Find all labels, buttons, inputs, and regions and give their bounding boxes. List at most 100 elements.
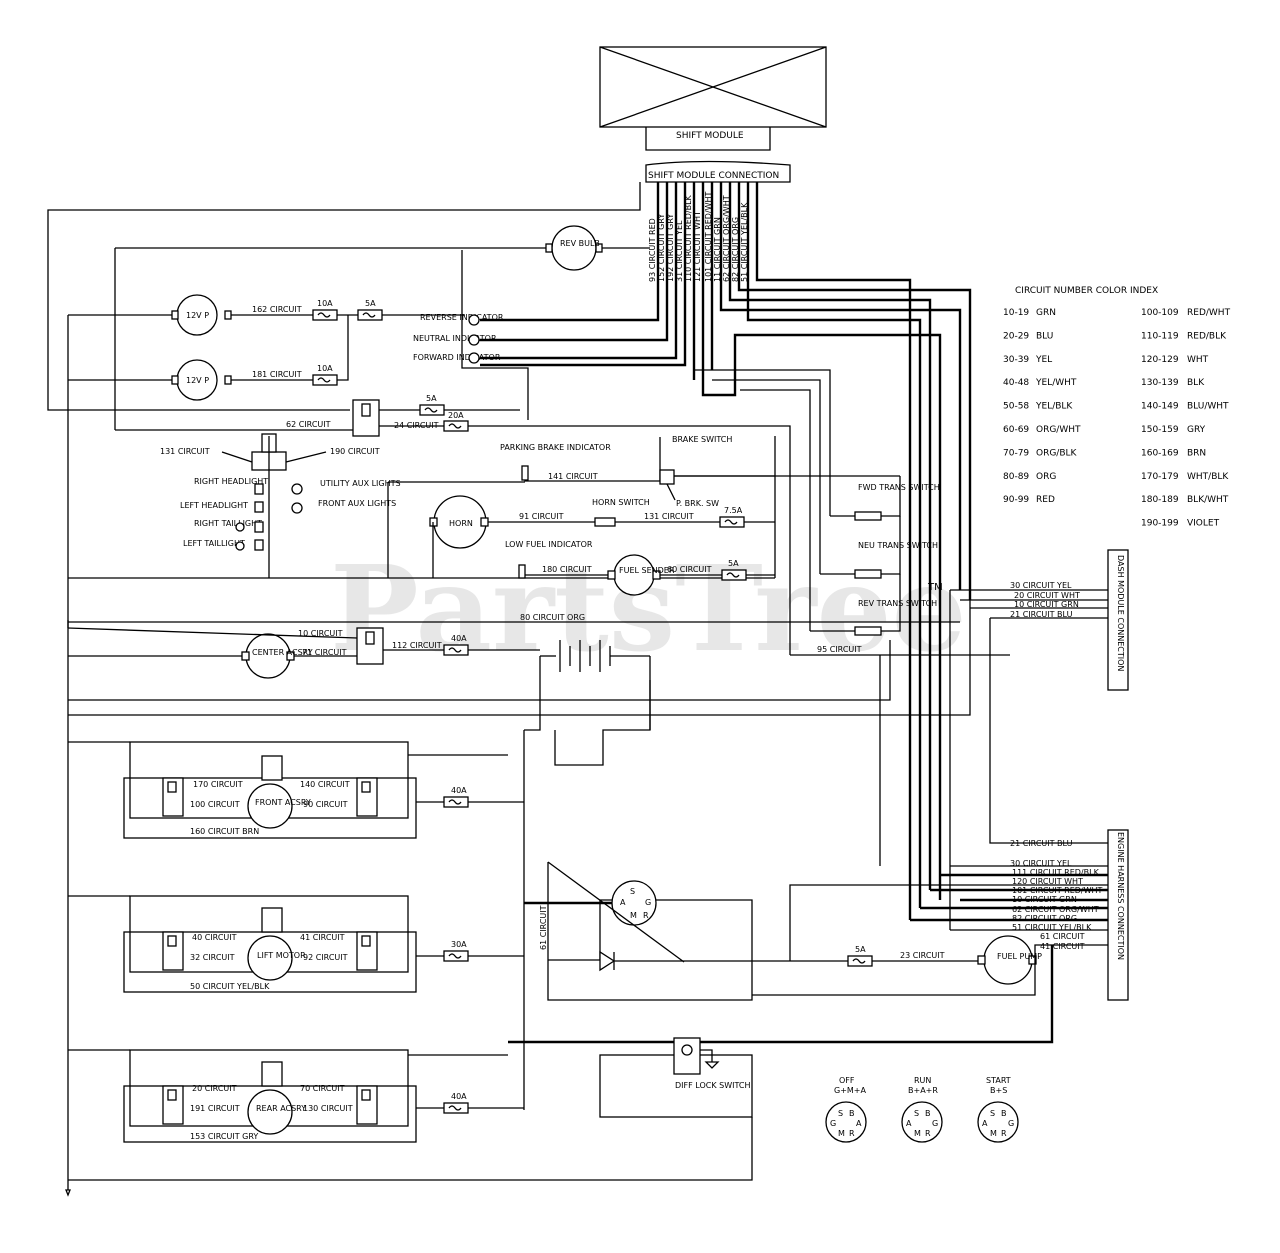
fuse-10a-label-2: 10A xyxy=(317,364,333,373)
color-index-color: YEL xyxy=(1035,355,1052,365)
horn-switch: HORN SWITCH 131 CIRCUIT xyxy=(592,498,720,527)
lift-motor-block: LIFT MOTOR 40 CIRCUIT 41 CIRCUIT 32 CIRC… xyxy=(123,895,417,993)
fuse-5a-mid-label: 5A xyxy=(426,394,437,403)
circuit-95-label: 95 CIRCUIT xyxy=(817,645,862,654)
low-fuel-indicator-label: LOW FUEL INDICATOR xyxy=(505,540,593,549)
shift-circuit-label: 93 CIRCUIT RED xyxy=(648,218,657,282)
fuel-pump: FUEL PUMP xyxy=(977,935,1042,985)
circuit-140-label: 140 CIRCUIT xyxy=(300,780,350,789)
horn: HORN 91 CIRCUIT xyxy=(429,495,595,578)
fuse-5a-pump: 5A 23 CIRCUIT xyxy=(847,945,978,967)
shift-module-connection-label: SHIFT MODULE CONNECTION xyxy=(648,171,779,181)
watermark: PartsTree xyxy=(330,539,967,678)
shift-circuit-label: 82 CIRCUIT ORG xyxy=(731,217,740,282)
fuse-5a-label: 5A xyxy=(365,299,376,308)
circuit-61-label: 61 CIRCUIT xyxy=(539,905,548,950)
circuit-24-label: 24 CIRCUIT xyxy=(394,421,439,430)
ign-r: R xyxy=(643,911,649,920)
eng-51-label: 51 CIRCUIT YEL/BLK xyxy=(1012,923,1092,932)
key-run-a: A xyxy=(906,1119,912,1128)
rev-bulb-label: REV BULB xyxy=(560,239,600,248)
front-aux-label: FRONT AUX LIGHTS xyxy=(318,499,396,508)
circuit-32-label: 32 CIRCUIT xyxy=(190,953,235,962)
key-start-b: B xyxy=(1001,1109,1007,1118)
fuse-40a-rear-label: 40A xyxy=(451,1092,467,1101)
key-start: START B+S S B A G M R xyxy=(977,1076,1019,1143)
fuse-10a-label: 10A xyxy=(317,299,333,308)
key-off-g: G xyxy=(830,1119,836,1128)
circuit-60-label: 60 CIRCUIT xyxy=(667,565,712,574)
color-index-color: WHT xyxy=(1187,355,1209,365)
shift-circuit-label: 152 CIRCUIT GRY xyxy=(657,214,666,282)
circuit-62-label: 62 CIRCUIT xyxy=(286,420,331,429)
shift-circuit-label: 31 CIRCUIT YEL xyxy=(675,220,684,282)
fuse-5a-pump-label: 5A xyxy=(855,945,866,954)
circuit-71-label: 71 CIRCUIT xyxy=(302,648,347,657)
fuse-30a-label: 30A xyxy=(451,940,467,949)
color-index-color: RED/WHT xyxy=(1187,308,1231,318)
shift-circuit-label: 110 CIRCUIT RED/BLK xyxy=(684,194,693,282)
shift-harness-wires xyxy=(47,182,972,920)
circuit-100-label: 100 CIRCUIT xyxy=(190,800,240,809)
circuit-190-label: 190 CIRCUIT xyxy=(330,447,380,456)
fuse-40a-center: 40A xyxy=(443,634,540,656)
color-index-color: YEL/BLK xyxy=(1035,402,1073,412)
shift-module: SHIFT MODULE xyxy=(599,46,827,151)
key-start-r: R xyxy=(1001,1129,1007,1138)
circuit-41-label: 41 CIRCUIT xyxy=(300,933,345,942)
color-index-color: WHT/BLK xyxy=(1187,472,1229,482)
relay-main xyxy=(352,399,444,437)
color-index-color: ORG/WHT xyxy=(1036,425,1081,435)
key-off-r: R xyxy=(849,1129,855,1138)
color-index-color: VIOLET xyxy=(1187,519,1220,529)
indicators: REVERSE INDICATOR NEUTRAL INDICATOR FORW… xyxy=(413,313,504,364)
color-index-color: YEL/WHT xyxy=(1035,378,1077,388)
key-run: RUN B+A+R S B A G M R xyxy=(901,1076,943,1143)
lift-motor-label: LIFT MOTOR xyxy=(257,951,306,960)
forward-indicator-label: FORWARD INDICATOR xyxy=(413,353,501,362)
front-acsry-label: FRONT ACSRY xyxy=(255,798,311,807)
eng-62-label: 62 CIRCUIT ORG/WHT xyxy=(1012,905,1099,914)
color-index-color: BLK/WHT xyxy=(1187,495,1229,505)
color-index-range: 60-69 xyxy=(1003,425,1029,435)
fuse-40a-rear: 40A xyxy=(416,1092,524,1114)
rev-bulb: REV BULB xyxy=(115,225,650,271)
color-index-range: 80-89 xyxy=(1003,472,1029,482)
circuit-40-label: 40 CIRCUIT xyxy=(192,933,237,942)
fuse-7-5a: 7.5A xyxy=(719,506,775,528)
fwd-trans-label: FWD TRANS SWITCH xyxy=(858,483,940,492)
color-index-range: 20-29 xyxy=(1003,331,1029,341)
color-index-range: 170-179 xyxy=(1141,472,1179,482)
key-off-m: M xyxy=(838,1129,845,1138)
circuit-162-label: 162 CIRCUIT xyxy=(252,305,302,314)
fuse-10a-bottom: 10A xyxy=(312,364,338,386)
circuit-90-label: 90 CIRCUIT xyxy=(303,800,348,809)
color-index-color: GRN xyxy=(1036,308,1056,318)
circuit-23-label: 23 CIRCUIT xyxy=(900,951,945,960)
circuit-70-label: 70 CIRCUIT xyxy=(300,1084,345,1093)
pump-1: 12V P 162 CIRCUIT xyxy=(68,294,313,336)
diff-lock-label: DIFF LOCK SWITCH xyxy=(675,1081,750,1090)
key-run-g: G xyxy=(932,1119,938,1128)
key-start-m: M xyxy=(990,1129,997,1138)
key-off: OFF G+M+A S B G A M R xyxy=(825,1076,867,1143)
color-index-color: BRN xyxy=(1187,448,1206,458)
rev-trans-switch: REV TRANS SWITCH xyxy=(810,574,937,636)
pump-1-label: 12V P xyxy=(186,311,209,320)
fuse-10a-top: 10A xyxy=(312,299,338,321)
fuse-20a: 20A xyxy=(443,411,469,432)
dash-module-label: DASH MODULE CONNECTION xyxy=(1116,555,1125,671)
circuit-160-label: 160 CIRCUIT BRN xyxy=(190,827,259,836)
left-taillight-label: LEFT TAILLIGHT xyxy=(183,539,245,548)
color-index-range: 120-129 xyxy=(1141,355,1179,365)
color-index-color: ORG/BLK xyxy=(1036,448,1078,458)
eng-41-label: 41 CIRCUIT xyxy=(1040,942,1085,951)
circuit-92-label: 92 CIRCUIT xyxy=(303,953,348,962)
key-start-label: START xyxy=(986,1076,1011,1085)
eng-111-label: 111 CIRCUIT RED/BLK xyxy=(1012,868,1100,877)
shift-circuit-label: 51 CIRCUIT YEL/BLK xyxy=(740,202,749,282)
fuse-30a: 30A xyxy=(416,940,524,962)
color-index-range: 70-79 xyxy=(1003,448,1029,458)
color-index-range: 40-48 xyxy=(1003,378,1029,388)
